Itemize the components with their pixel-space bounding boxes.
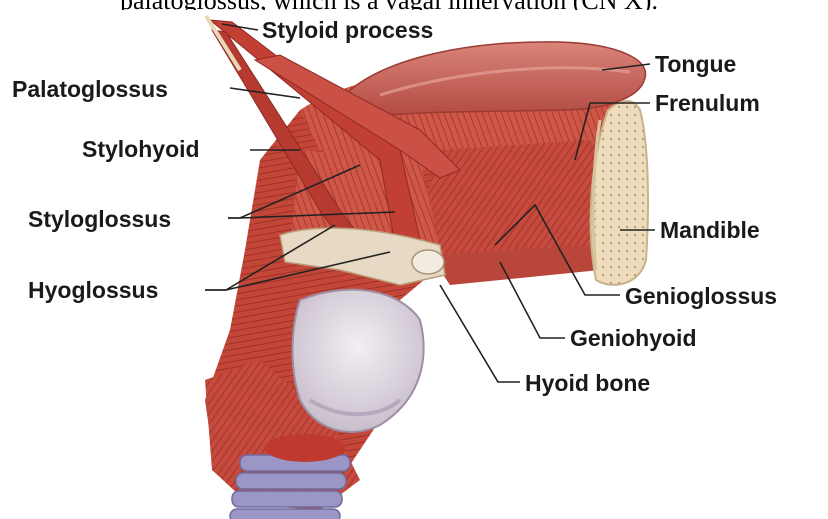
label-tongue: Tongue <box>655 53 736 76</box>
tongue-dorsum <box>340 42 646 118</box>
trachea <box>230 455 350 519</box>
label-hyoid-bone: Hyoid bone <box>525 372 650 395</box>
label-mandible: Mandible <box>660 219 760 242</box>
label-palatoglossus: Palatoglossus <box>12 78 168 101</box>
hyoid-body <box>412 250 444 274</box>
label-genioglossus: Genioglossus <box>625 285 777 308</box>
label-styloglossus: Styloglossus <box>28 208 171 231</box>
label-styloid-process: Styloid process <box>262 19 433 42</box>
thyroid-cartilage <box>293 290 424 432</box>
label-hyoglossus: Hyoglossus <box>28 279 158 302</box>
label-stylohyoid: Stylohyoid <box>82 138 200 161</box>
label-geniohyoid: Geniohyoid <box>570 327 697 350</box>
label-frenulum: Frenulum <box>655 92 760 115</box>
